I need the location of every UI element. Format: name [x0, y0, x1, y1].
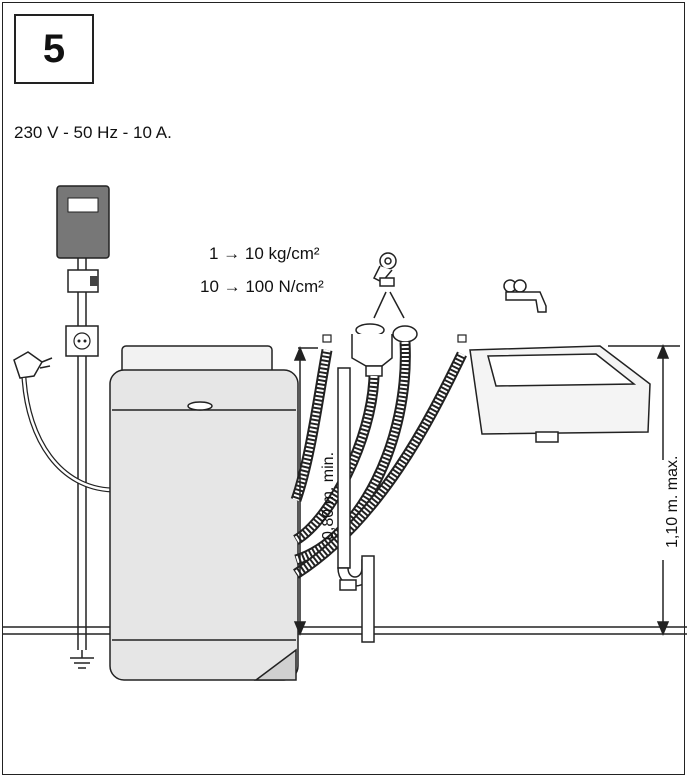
drain-trap-icon: [337, 367, 375, 643]
y-connector: [351, 323, 418, 377]
min-height-marker: [293, 346, 318, 636]
pressure-newton-label: 10 → 100 N/cm²: [200, 277, 324, 296]
wall-socket-icon: [65, 325, 99, 357]
plug-icon: [13, 351, 53, 379]
connection-arrows: [373, 291, 405, 319]
power-spec-label: 230 V - 50 Hz - 10 A.: [14, 123, 172, 142]
electric-meter-icon: [56, 185, 110, 259]
washing-machine-icon: [109, 345, 299, 681]
floor-line: [2, 626, 687, 635]
fuse-icon: [67, 269, 99, 293]
max-height-label: 1,10 m. max.: [664, 455, 681, 548]
ground-symbol-icon: [70, 650, 94, 669]
pressure-kg-label: 1 → 10 kg/cm²: [209, 244, 320, 263]
step-box: 5: [14, 14, 94, 84]
sink-tap-icon: [503, 279, 547, 313]
max-height-marker: [608, 344, 680, 636]
step-number: 5: [42, 26, 66, 71]
power-conduit: [77, 258, 87, 650]
min-height-label: 0,80 m. min.: [320, 451, 337, 540]
sink-icon: [469, 345, 651, 443]
water-tap-icon: [372, 252, 397, 287]
